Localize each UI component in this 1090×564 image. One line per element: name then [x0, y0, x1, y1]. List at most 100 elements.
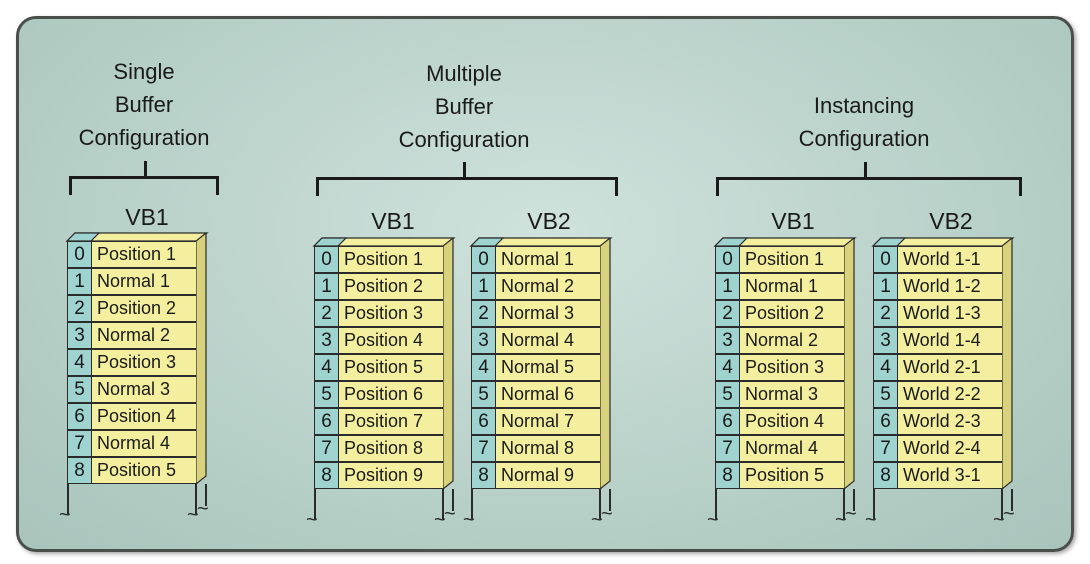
buffer-element: World 1-2	[897, 273, 1003, 300]
buffer-index: 4	[873, 354, 897, 381]
buffer-index: 2	[314, 300, 338, 327]
buffer-element: World 2-4	[897, 435, 1003, 462]
buffer-index: 8	[715, 462, 739, 489]
buffer-index: 7	[314, 435, 338, 462]
buffer-element: Normal 3	[739, 381, 845, 408]
single-bracket	[69, 176, 219, 195]
buffer-element: Normal 1	[739, 273, 845, 300]
buffer-index: 6	[471, 408, 495, 435]
buffer-element: Normal 8	[495, 435, 601, 462]
buffer-index: 1	[471, 273, 495, 300]
buffer-element: Position 5	[739, 462, 845, 489]
buffer-element: World 1-3	[897, 300, 1003, 327]
buffer-element: World 2-1	[897, 354, 1003, 381]
buffer-element: Position 3	[739, 354, 845, 381]
buffer-element: Normal 3	[495, 300, 601, 327]
buffer-index: 1	[873, 273, 897, 300]
buffer-index: 5	[67, 376, 91, 403]
buffer-index: 3	[314, 327, 338, 354]
buffer-element: Normal 2	[739, 327, 845, 354]
buffer-index: 3	[715, 327, 739, 354]
buffer-element: Position 9	[338, 462, 444, 489]
buffer-continuation: ~~~	[463, 489, 613, 531]
instancing-bracket	[716, 177, 1022, 196]
multiple-bracket-stem	[463, 162, 466, 178]
buffer-index: 3	[471, 327, 495, 354]
buffer-element: Normal 3	[91, 376, 197, 403]
buffer-element: Position 4	[91, 403, 197, 430]
buffer-index: 3	[67, 322, 91, 349]
buffer-index: 2	[873, 300, 897, 327]
buffer-element: Position 2	[91, 295, 197, 322]
buffer-element: Position 5	[338, 354, 444, 381]
buffer-index: 7	[471, 435, 495, 462]
buffer-index: 4	[314, 354, 338, 381]
buffer-element: Normal 6	[495, 381, 601, 408]
buffer-element: World 3-1	[897, 462, 1003, 489]
buffer-index: 7	[715, 435, 739, 462]
buffer-element: Normal 9	[495, 462, 601, 489]
multiple-buffer-title: Multiple Buffer Configuration	[398, 61, 530, 152]
buffer-element: Normal 1	[91, 268, 197, 295]
diagram-panel: Single Buffer Configuration Multiple Buf…	[16, 16, 1074, 552]
buffer-index: 6	[873, 408, 897, 435]
buffer-continuation: ~~~	[306, 489, 456, 531]
buffer-index: 8	[67, 457, 91, 484]
buffer-index: 5	[715, 381, 739, 408]
buffer-index: 2	[471, 300, 495, 327]
vb-label: VB1	[771, 208, 815, 234]
buffer-element: Normal 1	[495, 246, 601, 273]
buffer-element: Position 3	[338, 300, 444, 327]
buffer-element: Normal 7	[495, 408, 601, 435]
vb-label: VB1	[371, 208, 415, 234]
buffer-index: 2	[715, 300, 739, 327]
buffer-element: Position 1	[739, 246, 845, 273]
buffer-index: 6	[715, 408, 739, 435]
buffer-index: 5	[873, 381, 897, 408]
buffer-index: 5	[471, 381, 495, 408]
buffer-continuation: ~~~	[707, 489, 857, 531]
vb-label: VB1	[125, 204, 169, 230]
buffer-index: 4	[67, 349, 91, 376]
buffer-index: 0	[715, 246, 739, 273]
buffer-index: 1	[715, 273, 739, 300]
buffer-index: 1	[67, 268, 91, 295]
buffer-element: Position 3	[91, 349, 197, 376]
buffer-index: 1	[314, 273, 338, 300]
buffer-element: Position 8	[338, 435, 444, 462]
buffer-index: 6	[67, 403, 91, 430]
buffer-element: World 2-2	[897, 381, 1003, 408]
buffer-index: 2	[67, 295, 91, 322]
buffer-element: Position 2	[338, 273, 444, 300]
buffer-index: 0	[873, 246, 897, 273]
